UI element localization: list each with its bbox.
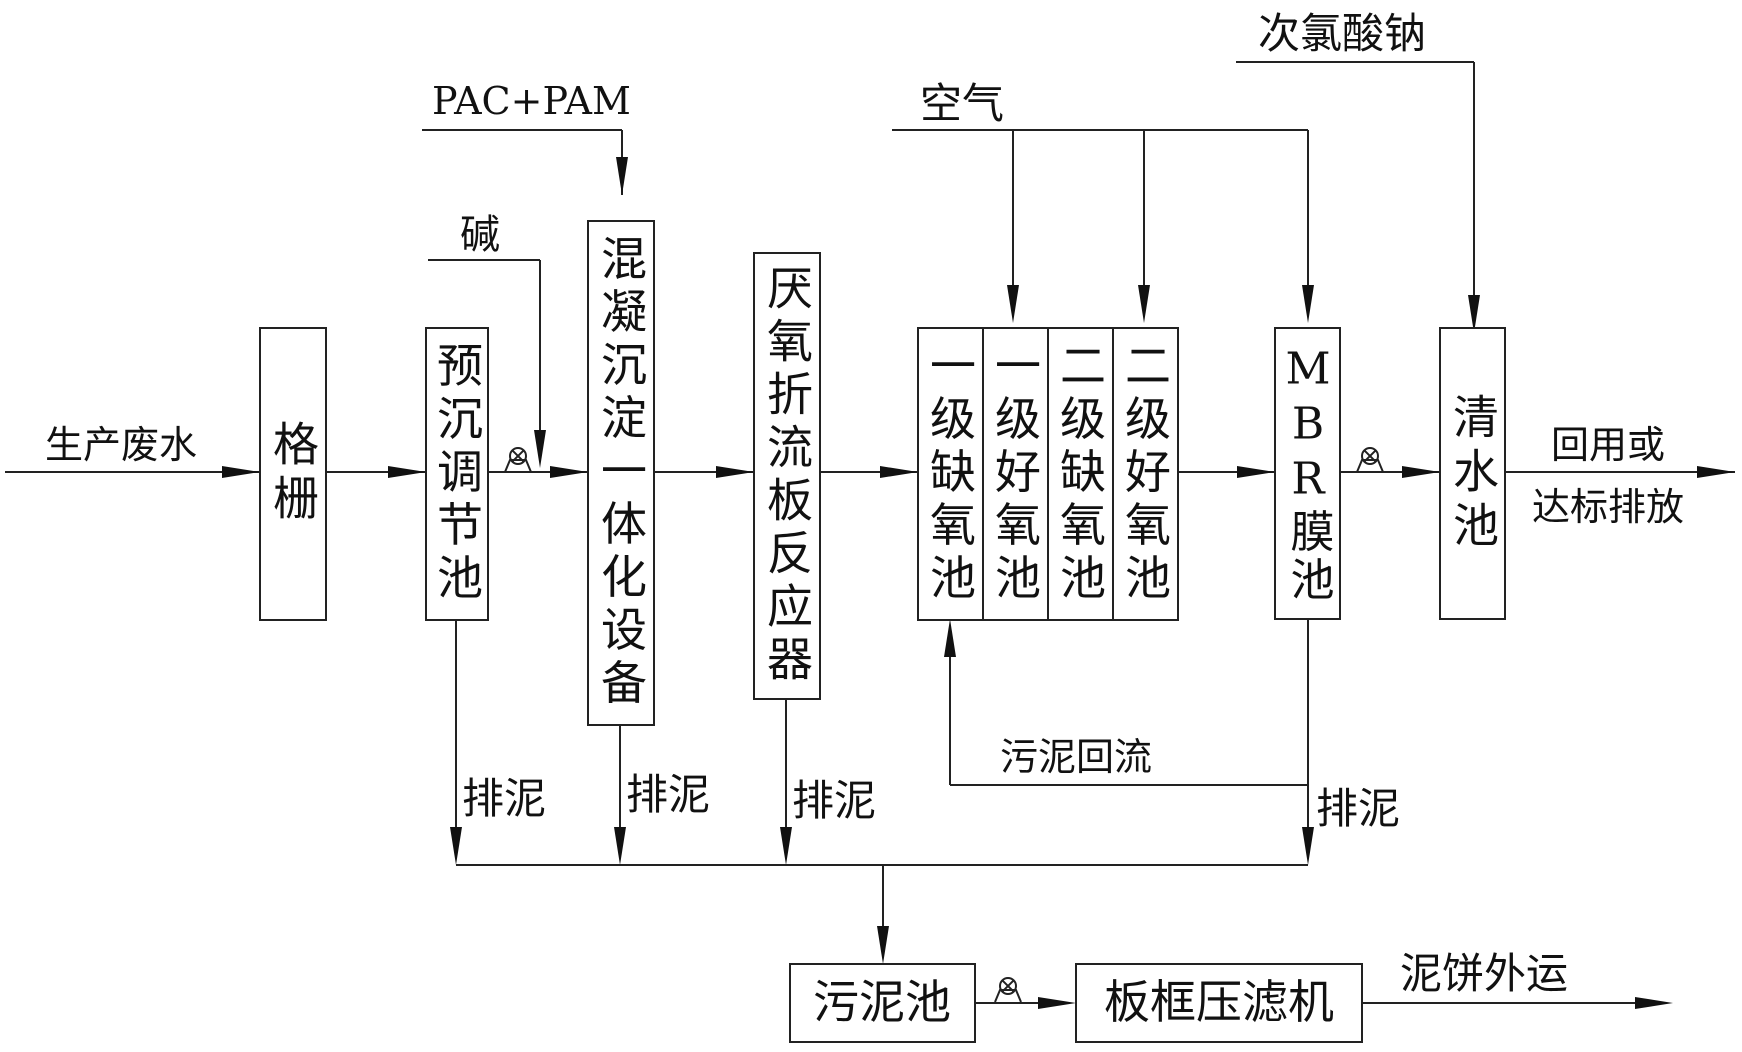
alkali-label: 碱 [460,212,500,258]
arrow-down-icon [616,157,628,195]
arrow-down-icon [1302,285,1314,323]
grille-label: 格栅 [266,420,320,528]
pumps [504,447,1384,1003]
sludge-tank-label: 污泥池 [813,975,951,1029]
air-label: 空气 [920,79,1004,128]
arrow-right-icon [1402,466,1440,478]
arrow-down-icon [1302,827,1314,865]
arrow-down-icon [1138,285,1150,323]
anoxic1-label: 一级缺氧池 [923,342,977,607]
arrow-right-icon [388,466,426,478]
arrow-right-icon [1697,466,1735,478]
mbr-box [1274,327,1341,620]
cake-label: 泥饼外运 [1400,949,1568,998]
sludge-discharge-label-1: 排泥 [462,774,546,823]
oxic1-label: 一级好氧池 [988,342,1042,607]
unit-labels: 格栅 预沉调节池 混凝沉淀一体化设备 厌氧折流板反应器 一级缺氧池 一级好氧池 … [266,235,1500,1030]
abr-label: 厌氧折流板反应器 [760,264,814,688]
arrow-right-icon [550,466,588,478]
pac-pam-label: PAC+PAM [432,79,631,123]
pump-icon [1356,447,1384,473]
sludge-discharge-label-4: 排泥 [1316,784,1400,833]
arrow-down-icon [1007,285,1019,323]
coag-label: 混凝沉淀一体化设备 [594,235,648,712]
oxic2-label: 二级好氧池 [1118,342,1172,607]
arrow-down-icon [780,827,792,865]
arrow-right-icon [880,466,918,478]
hypochlorite-label: 次氯酸钠 [1258,9,1426,58]
pump-icon [504,447,532,473]
arrow-right-icon [1038,997,1076,1009]
abr-box [753,252,821,700]
arrowheads [222,157,1735,1009]
arrow-right-icon [222,466,260,478]
arrow-right-icon [1635,997,1673,1009]
flow-lines [5,61,1735,1004]
sludge-discharge-label-3: 排泥 [792,776,876,825]
anoxic2-label: 二级缺氧池 [1053,342,1107,607]
reuse-label-line1: 回用或 [1551,423,1665,467]
press-label: 板框压滤机 [1104,975,1334,1029]
unit-boxes [259,220,1506,1043]
pre-settling-box [425,327,489,621]
mbr-label: MBR膜池 [1283,344,1334,605]
arrow-right-icon [716,466,754,478]
clear-tank-box [1439,327,1506,620]
arrow-down-icon [450,827,462,865]
sludge-tank-box [789,963,976,1043]
arrow-down-icon [877,926,889,964]
pump-icon [994,977,1022,1003]
reuse-label-line2: 达标排放 [1532,485,1684,529]
arrow-down-icon [614,827,626,865]
sludge-discharge-label-2: 排泥 [626,770,710,819]
clear-tank-label: 清水池 [1446,393,1500,555]
pre-settling-label: 预沉调节池 [430,342,484,607]
arrow-down-icon [1468,295,1480,333]
sludge-return-label: 污泥回流 [1000,735,1152,779]
arrow-right-icon [1237,466,1275,478]
press-box [1075,963,1363,1043]
grille-box [259,327,327,621]
arrow-down-icon [534,430,546,468]
coag-box [587,220,655,726]
arrow-up-icon [944,619,956,657]
wastewater-label: 生产废水 [45,423,197,467]
stream-labels: 生产废水 PAC+PAM 碱 空气 次氯酸钠 回用或 达标排放 泥饼外运 排泥 … [45,9,1684,998]
